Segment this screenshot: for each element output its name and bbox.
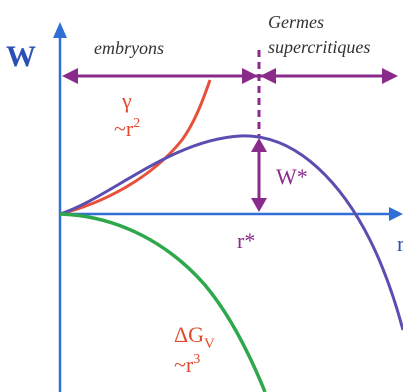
- region-arrow-right-head: [382, 68, 398, 84]
- region-label-germes: Germes: [268, 12, 324, 32]
- region-arrow-left-head: [62, 68, 78, 84]
- volume-exponent: 3: [193, 352, 200, 367]
- surface-symbol: γ: [121, 88, 132, 113]
- region-arrow-mid-left-head: [242, 68, 258, 84]
- surface-exponent: 2: [133, 116, 140, 131]
- x-axis-label: r: [397, 231, 403, 256]
- region-arrow-mid-right-head: [260, 68, 276, 84]
- volume-symbol: ΔGV: [174, 322, 215, 352]
- total-energy-curve: [59, 134, 403, 331]
- surface-energy-curve: [59, 79, 212, 216]
- y-axis-label: W: [6, 40, 36, 73]
- volume-energy-curve: [59, 212, 267, 392]
- region-label-embryons: embryons: [94, 38, 164, 58]
- x-axis-arrowhead: [389, 207, 403, 221]
- barrier-label: W*: [276, 164, 308, 189]
- region-label-supercritiques: supercritiques: [268, 37, 370, 57]
- volume-scaling: ~r3: [174, 352, 200, 377]
- barrier-arrow-bottom-head: [251, 198, 267, 212]
- critical-radius-label: r*: [237, 228, 255, 253]
- volume-symbol-subscript: V: [204, 336, 215, 352]
- y-axis-arrowhead: [53, 22, 67, 38]
- surface-scaling: ~r2: [114, 116, 140, 141]
- barrier-arrow-top-head: [251, 138, 267, 152]
